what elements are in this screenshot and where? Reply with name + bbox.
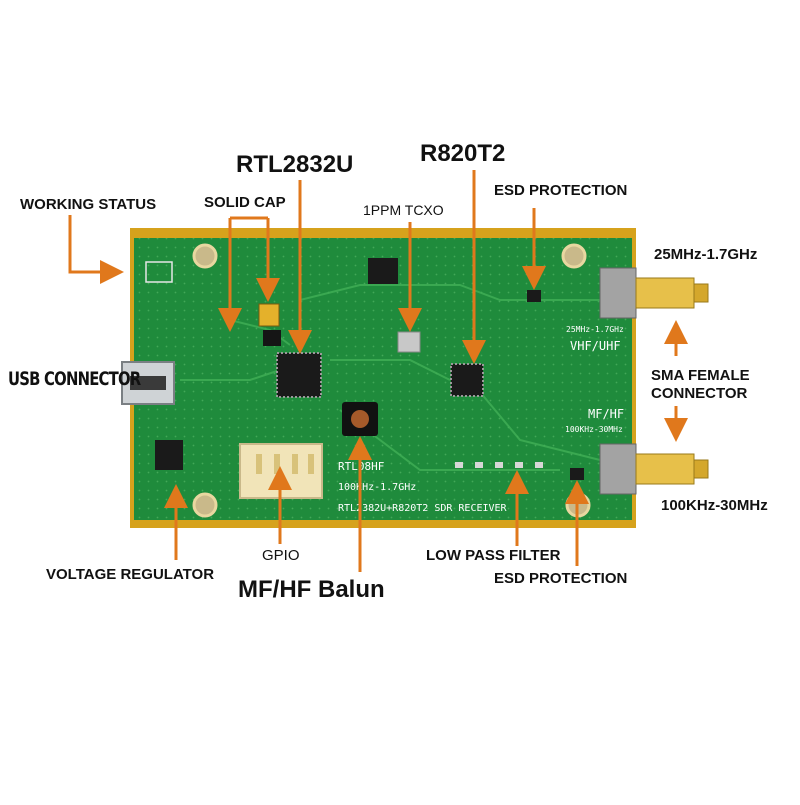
label-r820t2: R820T2 <box>420 140 506 167</box>
tcxo-crystal <box>397 331 421 353</box>
silk-mf-hf: MF/HF <box>588 407 624 421</box>
silk-range: 100KHz-1.7GHz <box>338 482 416 493</box>
label-sma-female: SMA FEMALE <box>651 367 750 384</box>
esd-diode-top <box>527 290 541 302</box>
label-freq-bottom: 100KHz-30MHz <box>661 497 768 514</box>
mounting-hole <box>561 243 587 269</box>
tcxo-regulator-chip <box>368 258 398 284</box>
gpio-pins <box>256 454 314 474</box>
label-working-status: WORKING STATUS <box>20 196 157 213</box>
sma-body <box>635 277 695 309</box>
usb-port-opening <box>130 376 166 390</box>
label-voltage-regulator: VOLTAGE REGULATOR <box>46 566 215 583</box>
label-freq-top: 25MHz-1.7GHz <box>654 246 758 263</box>
arrow-working-status <box>68 215 124 284</box>
silk-vhf-uhf: VHF/UHF <box>570 339 621 353</box>
label-esd-protection-bottom: ESD PROTECTION <box>494 570 628 587</box>
solid-capacitor <box>258 303 280 327</box>
label-rtl2832u: RTL2832U <box>236 151 354 178</box>
label-sma-connector: CONNECTOR <box>651 385 748 402</box>
voltage-regulator-chip <box>155 440 183 470</box>
pcb-board: 25MHz-1.7GHz VHF/UHF MF/HF 100KHz-30MHz … <box>121 228 709 528</box>
callout-arrows <box>68 170 688 572</box>
silk-hf-freq: 100KHz-30MHz <box>565 425 623 434</box>
label-solid-cap: SOLID CAP <box>204 194 286 211</box>
sma-base <box>599 267 637 319</box>
label-low-pass-filter: LOW PASS FILTER <box>426 547 561 564</box>
balun-winding <box>351 410 369 428</box>
label-tcxo: 1PPM TCXO <box>363 202 444 218</box>
silk-vhf-freq: 25MHz-1.7GHz <box>566 325 624 334</box>
sma-tip <box>693 459 709 479</box>
status-led <box>145 261 173 283</box>
sma-connector-bottom <box>599 443 709 495</box>
rtl2832u-chip <box>276 352 322 398</box>
silk-chipset: RTL2382U+R820T2 SDR RECEIVER <box>338 503 508 514</box>
esd-diode-bottom <box>570 468 584 480</box>
r820t2-chip <box>450 363 484 397</box>
mounting-hole <box>192 492 218 518</box>
label-esd-protection-top: ESD PROTECTION <box>494 182 628 199</box>
low-pass-filter-components <box>455 462 543 468</box>
label-usb-connector: USB CONNECTOR <box>8 368 141 390</box>
label-mf-hf-balun: MF/HF Balun <box>238 576 385 603</box>
label-gpio: GPIO <box>262 547 300 564</box>
capacitor-component <box>263 330 281 346</box>
mounting-hole <box>192 243 218 269</box>
sma-tip <box>693 283 709 303</box>
sma-body <box>635 453 695 485</box>
sma-connector-top <box>599 267 709 319</box>
sma-base <box>599 443 637 495</box>
